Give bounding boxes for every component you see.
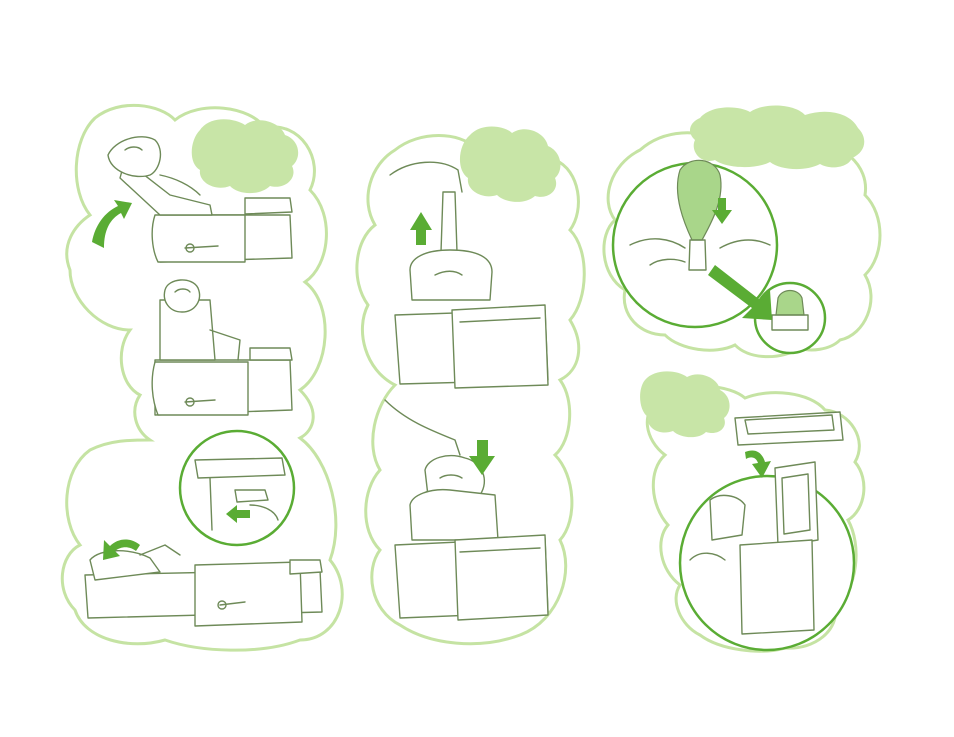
nipple-label-cloud (690, 106, 864, 170)
bottle-steps-panel (357, 126, 584, 643)
recline-label-cloud (192, 119, 298, 193)
book-step-panel (640, 371, 864, 651)
book-label-cloud (640, 371, 730, 437)
nipple-step-panel (604, 106, 880, 357)
lever-zoom-ring (180, 431, 294, 545)
tray-illustration (735, 412, 843, 445)
bottle-label-cloud (460, 126, 561, 201)
recline-steps-panel (62, 105, 342, 650)
